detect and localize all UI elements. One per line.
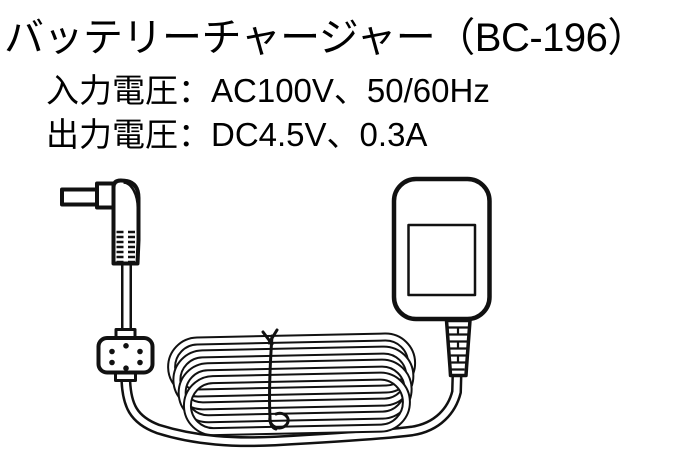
- ferrite-bead: [96, 328, 155, 382]
- main-cable: [120, 373, 463, 448]
- strain-relief-ribs: [448, 326, 469, 371]
- cable-coil: [167, 332, 417, 437]
- adapter-label-area: [407, 223, 477, 297]
- page-title: バッテリーチャージャー（BC-196）: [4, 16, 647, 60]
- spec-output-voltage: 出力電圧：DC4.5V、0.3A: [46, 116, 428, 153]
- plug-tip: [60, 187, 100, 207]
- dc-plug: [60, 178, 141, 266]
- twist-tie: [261, 328, 290, 431]
- ac-adapter: [391, 176, 492, 378]
- spec-input-voltage: 入力電圧：AC100V、50/60Hz: [46, 72, 490, 109]
- plug-dome-line: [123, 181, 140, 210]
- plug-ribs: [116, 230, 135, 264]
- ferrite-dots: [109, 343, 143, 372]
- plug-collar: [95, 181, 116, 210]
